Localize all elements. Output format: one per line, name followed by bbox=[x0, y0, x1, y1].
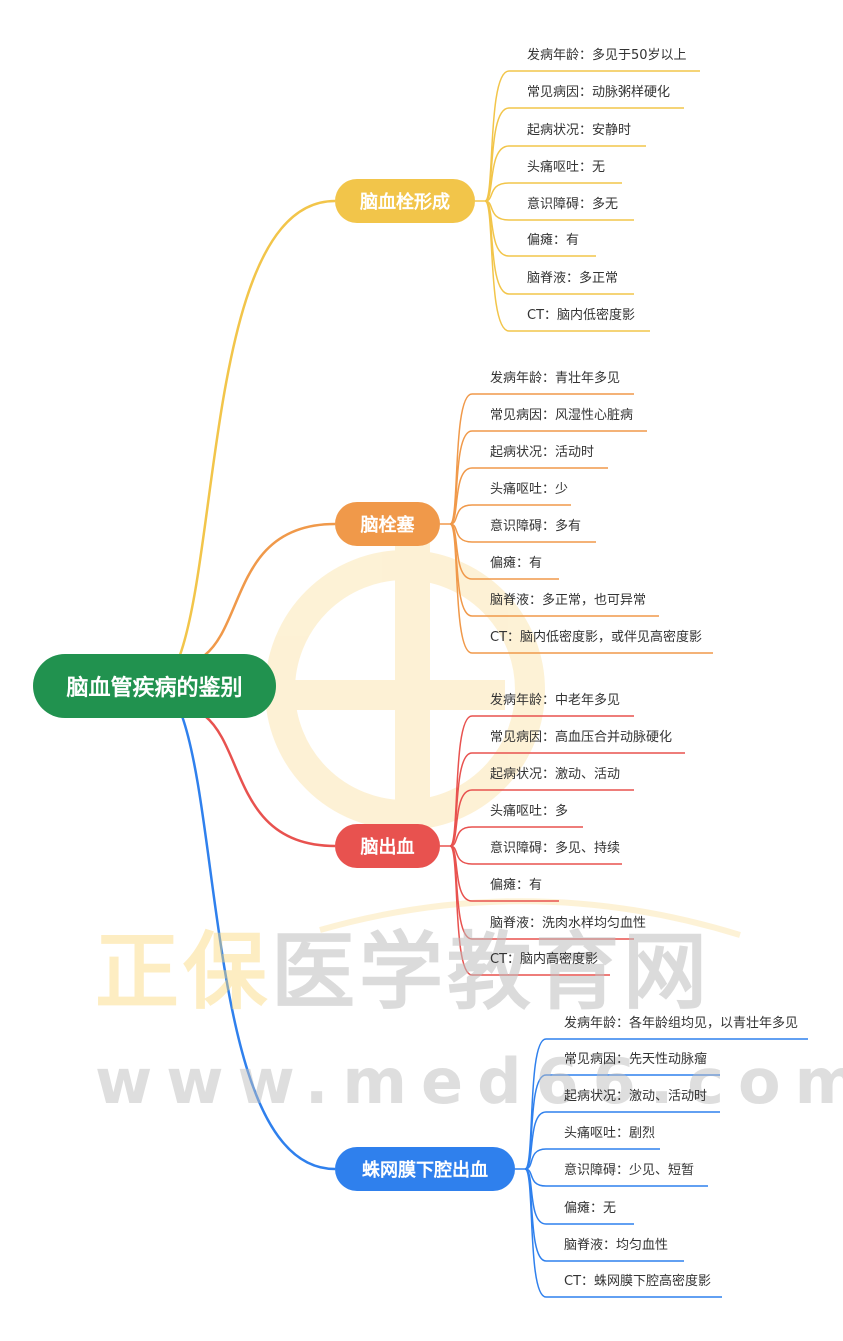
leaf-item[interactable]: 发病年龄：各年龄组均见，以青壮年多见 bbox=[564, 1016, 799, 1031]
leaf-item[interactable]: 头痛呕吐：少 bbox=[490, 482, 569, 497]
leaf-item[interactable]: 意识障碍：多见、持续 bbox=[490, 841, 621, 856]
leaf-item[interactable]: 脑脊液：多正常，也可异常 bbox=[490, 593, 647, 608]
leaf-item[interactable]: 意识障碍：少见、短暂 bbox=[564, 1163, 695, 1178]
branch-connector bbox=[204, 522, 336, 656]
branch-connector bbox=[180, 715, 336, 1171]
leaf-connector bbox=[449, 430, 647, 525]
leaf-connector bbox=[449, 504, 571, 525]
leaf-item[interactable]: CT：脑内低密度影，或伴见高密度影 bbox=[490, 630, 703, 645]
leaf-item[interactable]: 脑脊液：均匀血性 bbox=[564, 1238, 669, 1253]
leaf-item[interactable]: 发病年龄：青壮年多见 bbox=[490, 371, 621, 386]
branch-connector bbox=[204, 715, 336, 848]
leaf-connector bbox=[484, 182, 622, 202]
branch-node[interactable]: 脑血栓形成 bbox=[335, 179, 475, 223]
leaf-item[interactable]: 头痛呕吐：剧烈 bbox=[564, 1126, 656, 1141]
leaf-item[interactable]: 偏瘫：有 bbox=[527, 233, 580, 248]
leaf-item[interactable]: 偏瘫：无 bbox=[564, 1201, 617, 1216]
leaf-connector bbox=[524, 1111, 720, 1170]
leaf-connector bbox=[449, 826, 583, 847]
watermark-logo bbox=[265, 540, 741, 938]
leaf-item[interactable]: 常见病因：先天性动脉瘤 bbox=[564, 1052, 708, 1067]
leaf-item[interactable]: CT：蛛网膜下腔高密度影 bbox=[564, 1274, 712, 1289]
leaf-item[interactable]: 发病年龄：多见于50岁以上 bbox=[527, 48, 687, 63]
leaf-connector bbox=[449, 523, 713, 654]
leaf-item[interactable]: CT：脑内低密度影 bbox=[527, 308, 636, 323]
leaf-connector bbox=[524, 1168, 722, 1298]
leaf-item[interactable]: 发病年龄：中老年多见 bbox=[490, 693, 621, 708]
leaf-item[interactable]: 常见病因：高血压合并动脉硬化 bbox=[490, 730, 673, 745]
leaf-connector bbox=[524, 1074, 720, 1170]
branch-node[interactable]: 脑栓塞 bbox=[335, 502, 440, 546]
leaf-item[interactable]: 起病状况：激动、活动 bbox=[490, 767, 621, 782]
leaf-connector bbox=[449, 845, 610, 976]
leaf-item[interactable]: 脑脊液：多正常 bbox=[527, 271, 619, 286]
leaf-connector bbox=[449, 752, 685, 847]
leaf-item[interactable]: 起病状况：激动、活动时 bbox=[564, 1089, 708, 1104]
leaf-item[interactable]: 意识障碍：多有 bbox=[490, 519, 582, 534]
leaf-item[interactable]: 起病状况：活动时 bbox=[490, 445, 595, 460]
root-node[interactable]: 脑血管疾病的鉴别 bbox=[33, 654, 276, 718]
leaf-connector bbox=[449, 789, 634, 847]
leaf-item[interactable]: 头痛呕吐：无 bbox=[527, 160, 606, 175]
leaf-item[interactable]: 常见病因：动脉粥样硬化 bbox=[527, 85, 671, 100]
leaf-connector bbox=[484, 145, 646, 202]
leaf-connector bbox=[484, 107, 684, 202]
branch-connector bbox=[178, 199, 336, 656]
leaf-connector bbox=[524, 1148, 660, 1170]
leaf-connector bbox=[484, 200, 650, 332]
branch-node[interactable]: 脑出血 bbox=[335, 824, 440, 868]
leaf-item[interactable]: 脑脊液：洗肉水样均匀血性 bbox=[490, 916, 647, 931]
leaf-item[interactable]: 常见病因：风湿性心脏病 bbox=[490, 408, 634, 423]
leaf-item[interactable]: 偏瘫：有 bbox=[490, 878, 543, 893]
leaf-item[interactable]: 意识障碍：多无 bbox=[527, 197, 619, 212]
branch-node[interactable]: 蛛网膜下腔出血 bbox=[335, 1147, 515, 1191]
leaf-item[interactable]: 起病状况：安静时 bbox=[527, 123, 632, 138]
leaf-item[interactable]: 偏瘫：有 bbox=[490, 556, 543, 571]
leaf-connector bbox=[449, 467, 608, 525]
leaf-item[interactable]: CT：脑内高密度影 bbox=[490, 952, 599, 967]
leaf-item[interactable]: 头痛呕吐：多 bbox=[490, 804, 569, 819]
